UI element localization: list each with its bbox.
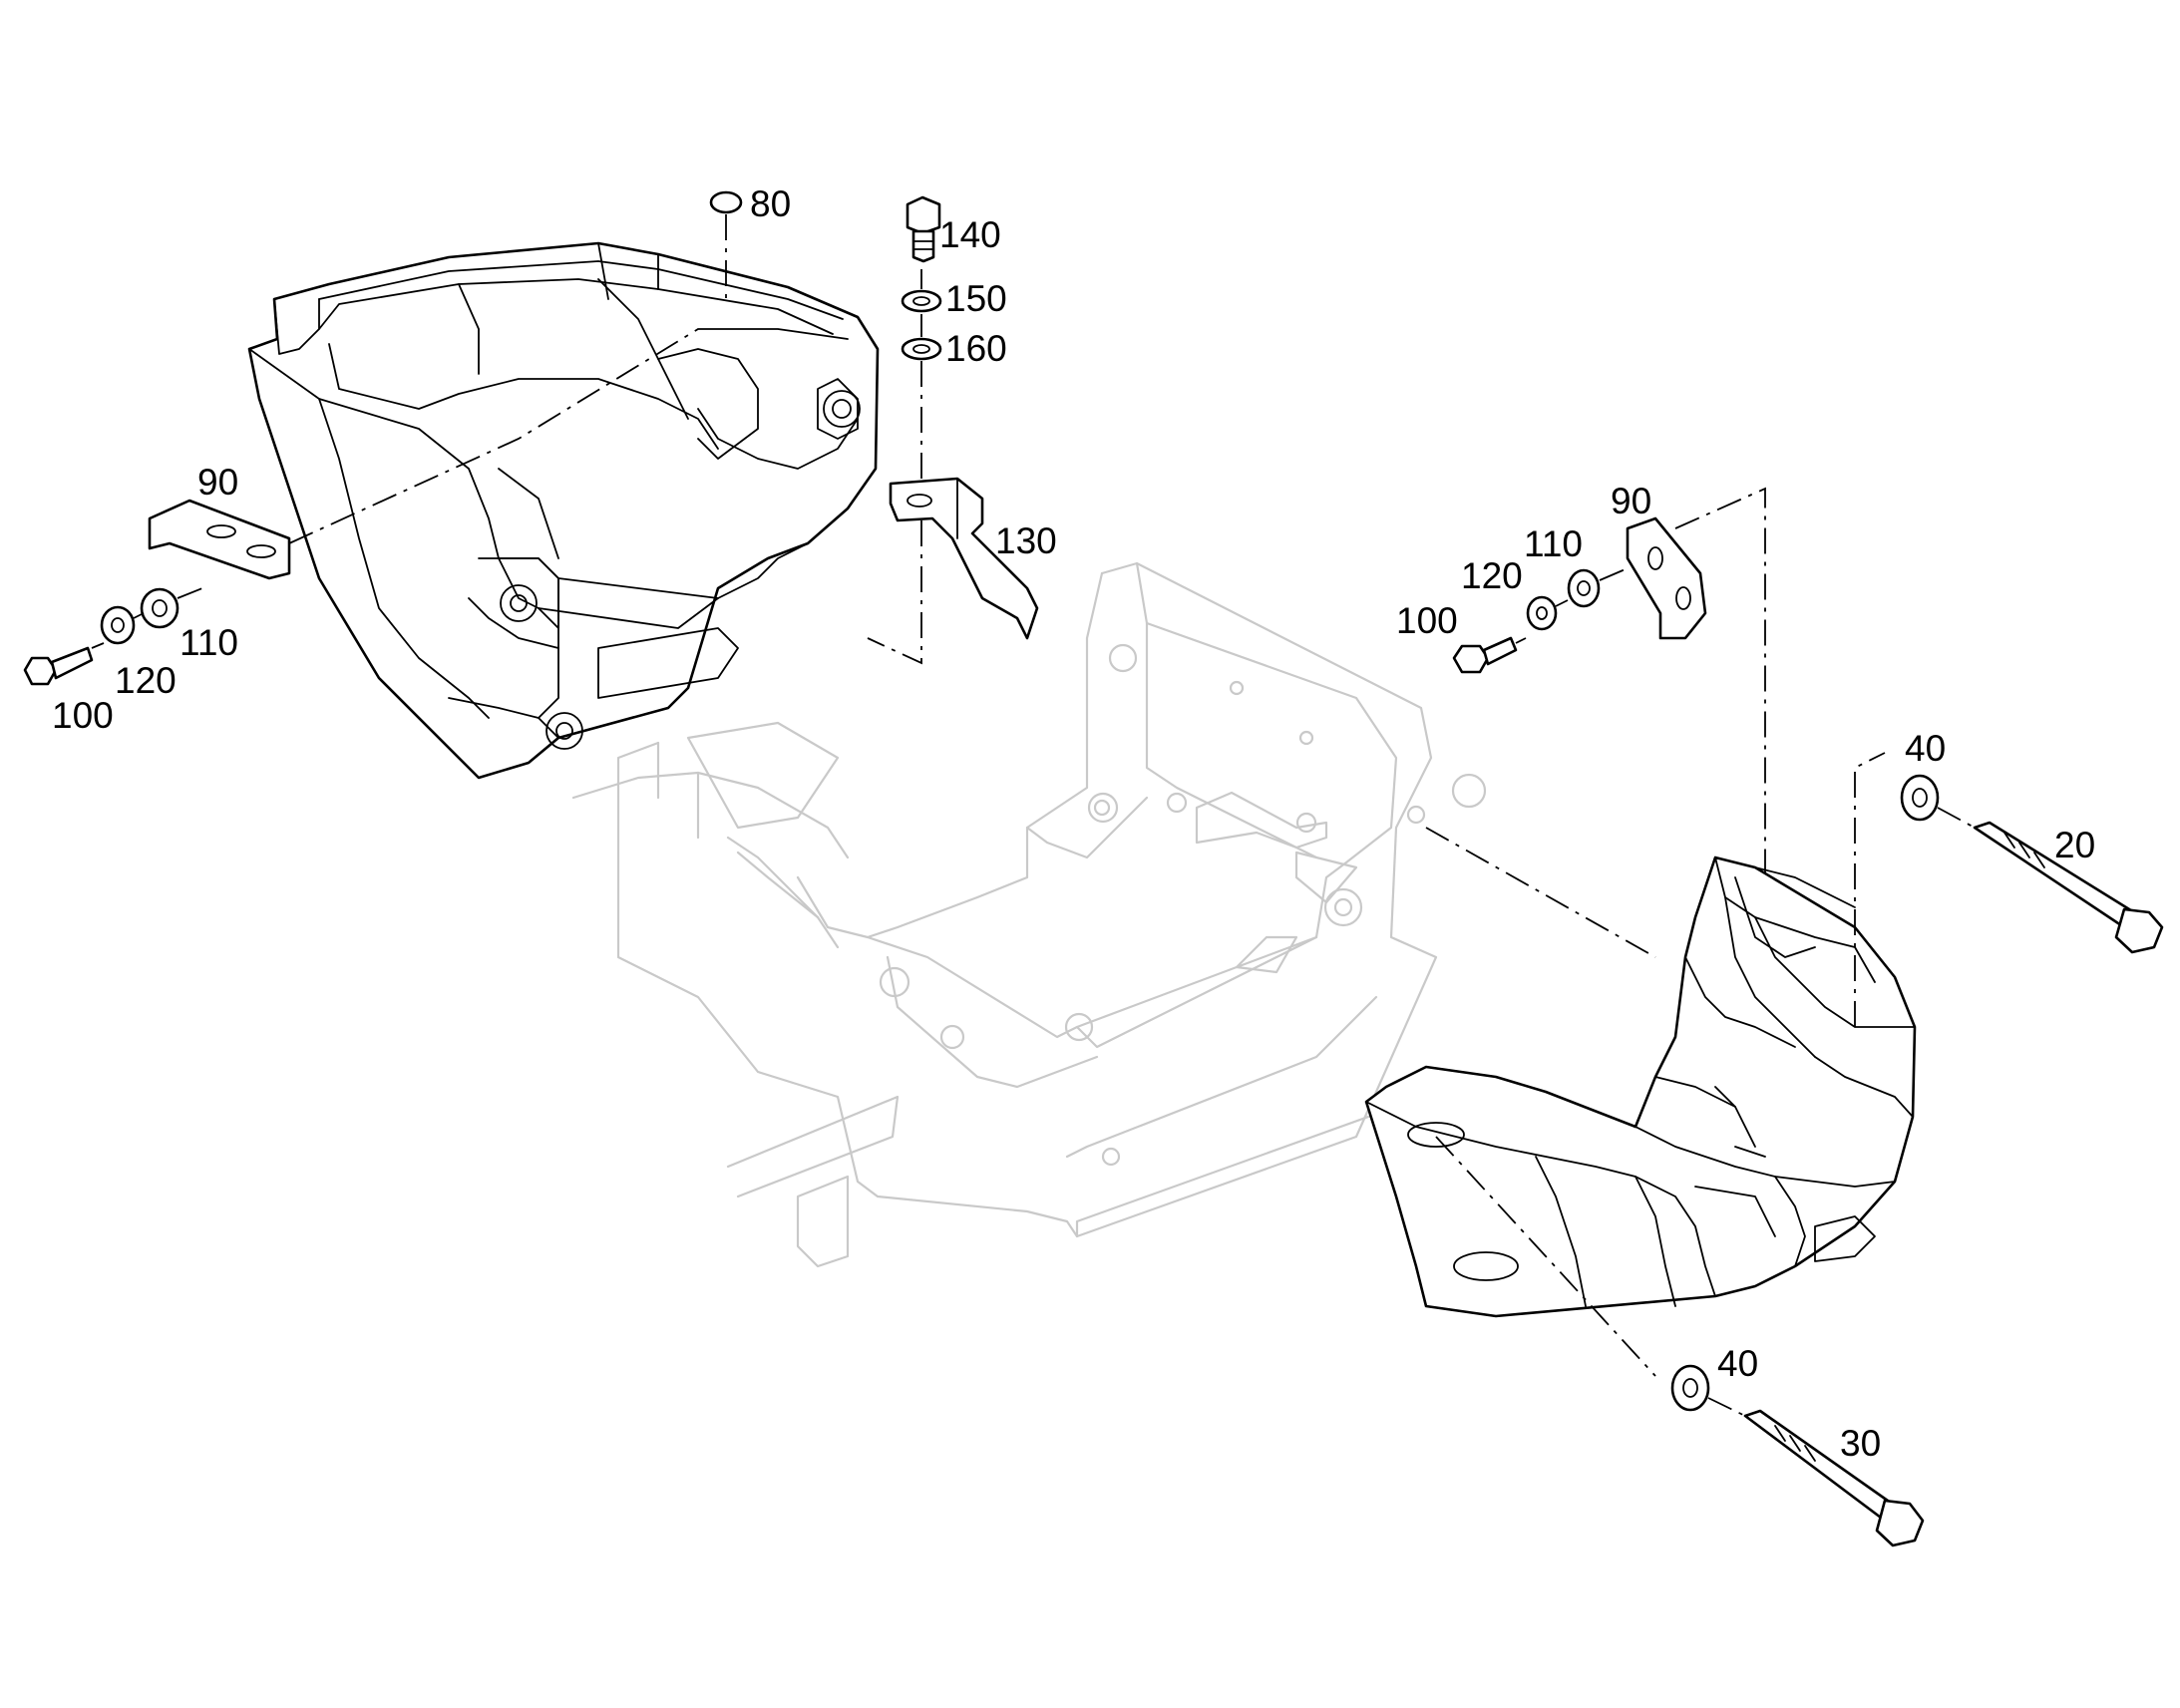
washer-40-top — [1900, 774, 1940, 822]
callout-120-left: 120 — [115, 660, 177, 701]
screw-30 — [1743, 1409, 1925, 1547]
callout-110-left: 110 — [180, 622, 238, 663]
chassis-frame — [571, 561, 1487, 1268]
callout-140: 140 — [939, 214, 1001, 255]
callout-150: 150 — [945, 278, 1007, 319]
right-fastener-axis — [1515, 487, 1766, 997]
left-washer-120 — [100, 605, 136, 645]
right-bolt-100 — [1452, 636, 1518, 674]
lead-line-20 — [1937, 807, 1976, 829]
right-bumper-part — [1364, 855, 1917, 1318]
right-washer-120 — [1526, 595, 1558, 631]
callout-90-right: 90 — [1611, 481, 1651, 521]
part-130-bracket — [867, 477, 1039, 665]
callout-110-right: 110 — [1524, 523, 1583, 564]
washer-40-bottom — [1670, 1364, 1710, 1412]
right-washer-110 — [1567, 568, 1601, 608]
part-140-bolt — [906, 195, 941, 263]
callout-90-left: 90 — [197, 462, 238, 503]
bumper-lead-center — [1425, 827, 1656, 958]
callout-80: 80 — [750, 183, 791, 224]
left-bracket-90 — [148, 499, 291, 580]
callout-130: 130 — [995, 520, 1057, 561]
part-80-plug — [709, 190, 743, 299]
callout-120-right: 120 — [1461, 555, 1523, 596]
callout-40-bottom: 40 — [1717, 1343, 1758, 1384]
callout-30: 30 — [1840, 1423, 1881, 1464]
left-washer-110 — [140, 587, 180, 629]
callout-160: 160 — [945, 328, 1007, 369]
left-bolt-100 — [23, 646, 94, 686]
callout-100-right: 100 — [1396, 600, 1458, 641]
screw-20 — [1973, 821, 2164, 954]
left-cover-part — [247, 241, 880, 780]
right-bracket-90 — [1626, 516, 1707, 640]
lead-line-30 — [1707, 1397, 1746, 1417]
callout-20: 20 — [2054, 825, 2095, 865]
bumper-lead-lower — [1435, 1136, 1656, 1377]
callout-100-left: 100 — [52, 695, 114, 736]
part-160-washer — [901, 337, 942, 361]
bumper-lead-upper — [1854, 752, 1886, 1027]
left-fastener-axis — [91, 328, 699, 649]
callout-40-top: 40 — [1905, 728, 1946, 769]
part-150-washer — [901, 289, 942, 313]
